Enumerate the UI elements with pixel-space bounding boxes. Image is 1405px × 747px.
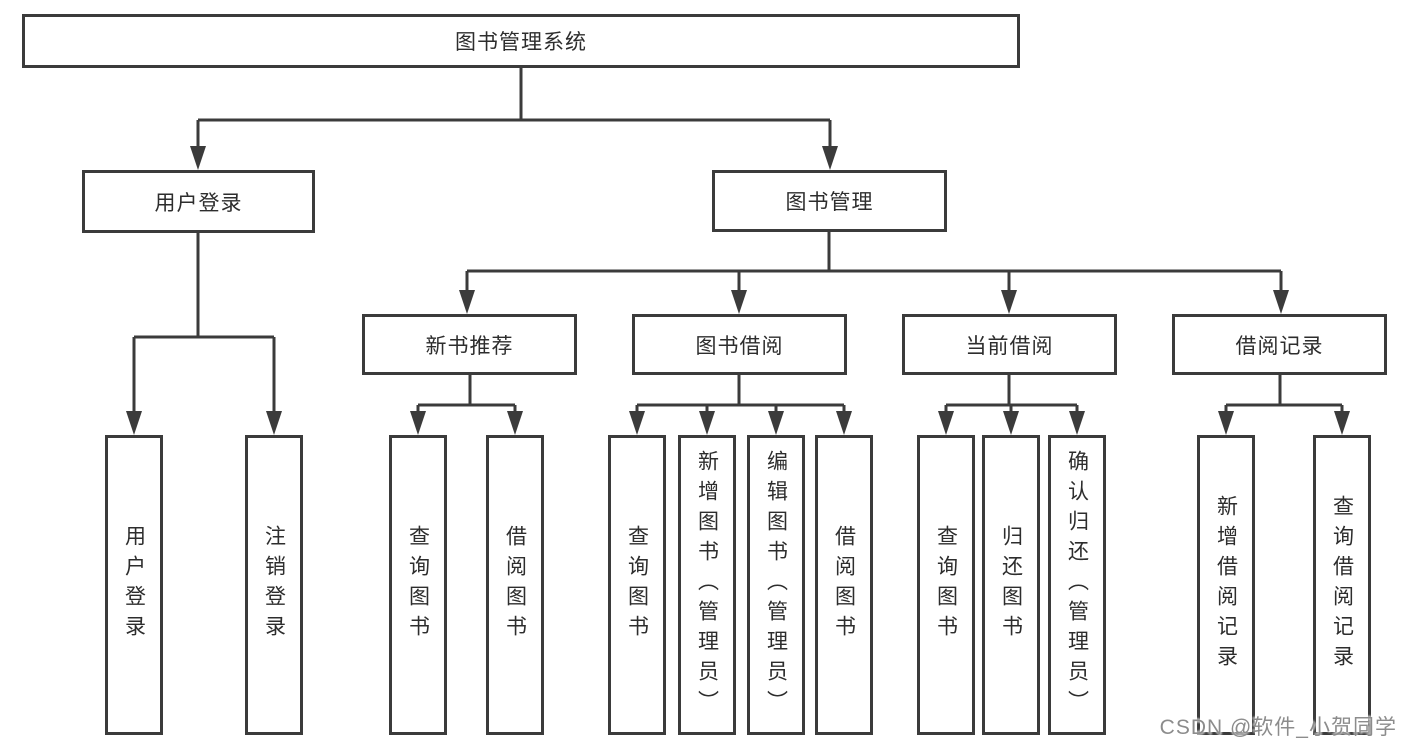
node-query-books-leaf: 查询图书 bbox=[917, 435, 975, 735]
arrow-icon bbox=[1069, 411, 1085, 435]
node-label: 图书管理系统 bbox=[455, 31, 587, 54]
node-label: 借阅图书 bbox=[832, 525, 856, 645]
node-user-login-leaf: 用户登录 bbox=[105, 435, 163, 735]
node-edit-books-admin-leaf: 编辑图书（管理员） bbox=[747, 435, 805, 735]
arrow-icon bbox=[629, 411, 645, 435]
node-borrowing-records: 借阅记录 bbox=[1172, 314, 1387, 375]
node-label: 查询图书 bbox=[934, 525, 958, 645]
connector-records-to-leaves bbox=[1224, 375, 1344, 413]
node-current-borrowing: 当前借阅 bbox=[902, 314, 1117, 375]
node-query-books-leaf: 查询图书 bbox=[389, 435, 447, 735]
node-root-system: 图书管理系统 bbox=[22, 14, 1020, 68]
arrow-icon bbox=[1001, 290, 1017, 314]
arrow-icon bbox=[822, 146, 838, 170]
node-borrow-books-leaf: 借阅图书 bbox=[486, 435, 544, 735]
node-label: 借阅图书 bbox=[503, 525, 527, 645]
node-new-book-recommend: 新书推荐 bbox=[362, 314, 577, 375]
node-add-books-admin-leaf: 新增图书（管理员） bbox=[678, 435, 736, 735]
arrow-icon bbox=[699, 411, 715, 435]
node-query-books-leaf: 查询图书 bbox=[608, 435, 666, 735]
node-user-login-branch: 用户登录 bbox=[82, 170, 315, 233]
node-label: 注销登录 bbox=[262, 525, 286, 645]
node-label: 图书借阅 bbox=[695, 334, 784, 358]
arrow-icon bbox=[410, 411, 426, 435]
node-label: 查询图书 bbox=[625, 525, 649, 645]
node-query-borrow-record-leaf: 查询借阅记录 bbox=[1313, 435, 1371, 735]
connector-bookmgmt-to-level3 bbox=[465, 232, 1283, 292]
arrow-icon bbox=[1003, 411, 1019, 435]
node-label: 借阅记录 bbox=[1235, 334, 1324, 358]
node-label: 归还图书 bbox=[999, 525, 1023, 645]
node-label: 图书管理 bbox=[785, 191, 874, 214]
node-label: 查询图书 bbox=[406, 525, 430, 645]
arrow-icon bbox=[459, 290, 475, 314]
node-add-borrow-record-leaf: 新增借阅记录 bbox=[1197, 435, 1255, 735]
arrow-icon bbox=[507, 411, 523, 435]
node-label: 当前借阅 bbox=[965, 334, 1054, 358]
csdn-watermark: CSDN @软件_小贺同学 bbox=[1159, 716, 1397, 739]
connector-userlogin-to-leaves bbox=[132, 233, 276, 413]
connector-current-to-leaves bbox=[944, 375, 1079, 413]
arrow-icon bbox=[836, 411, 852, 435]
node-logout-leaf: 注销登录 bbox=[245, 435, 303, 735]
arrow-icon bbox=[126, 411, 142, 435]
arrow-icon bbox=[1218, 411, 1234, 435]
arrow-icon bbox=[1334, 411, 1350, 435]
node-label: 确认归还（管理员） bbox=[1065, 450, 1089, 720]
node-borrow-books-leaf: 借阅图书 bbox=[815, 435, 873, 735]
arrow-icon bbox=[266, 411, 282, 435]
node-label: 用户登录 bbox=[154, 191, 243, 215]
node-label: 新增图书（管理员） bbox=[695, 450, 719, 720]
arrow-icon bbox=[1273, 290, 1289, 314]
connector-newbook-to-leaves bbox=[416, 375, 517, 413]
node-confirm-return-admin-leaf: 确认归还（管理员） bbox=[1048, 435, 1106, 735]
node-label: 新增借阅记录 bbox=[1214, 495, 1238, 675]
node-book-borrowing: 图书借阅 bbox=[632, 314, 847, 375]
node-label: 编辑图书（管理员） bbox=[764, 450, 788, 720]
node-return-books-leaf: 归还图书 bbox=[982, 435, 1040, 735]
arrow-icon bbox=[190, 146, 206, 170]
arrow-icon bbox=[938, 411, 954, 435]
arrow-icon bbox=[731, 290, 747, 314]
arrowheads bbox=[126, 146, 1350, 435]
connector-borrowing-to-leaves bbox=[635, 375, 846, 413]
node-label: 查询借阅记录 bbox=[1330, 495, 1354, 675]
node-label: 新书推荐 bbox=[425, 334, 514, 358]
node-book-management: 图书管理 bbox=[712, 170, 947, 232]
arrow-icon bbox=[768, 411, 784, 435]
node-label: 用户登录 bbox=[122, 525, 146, 645]
connector-root-to-level2 bbox=[196, 68, 832, 148]
